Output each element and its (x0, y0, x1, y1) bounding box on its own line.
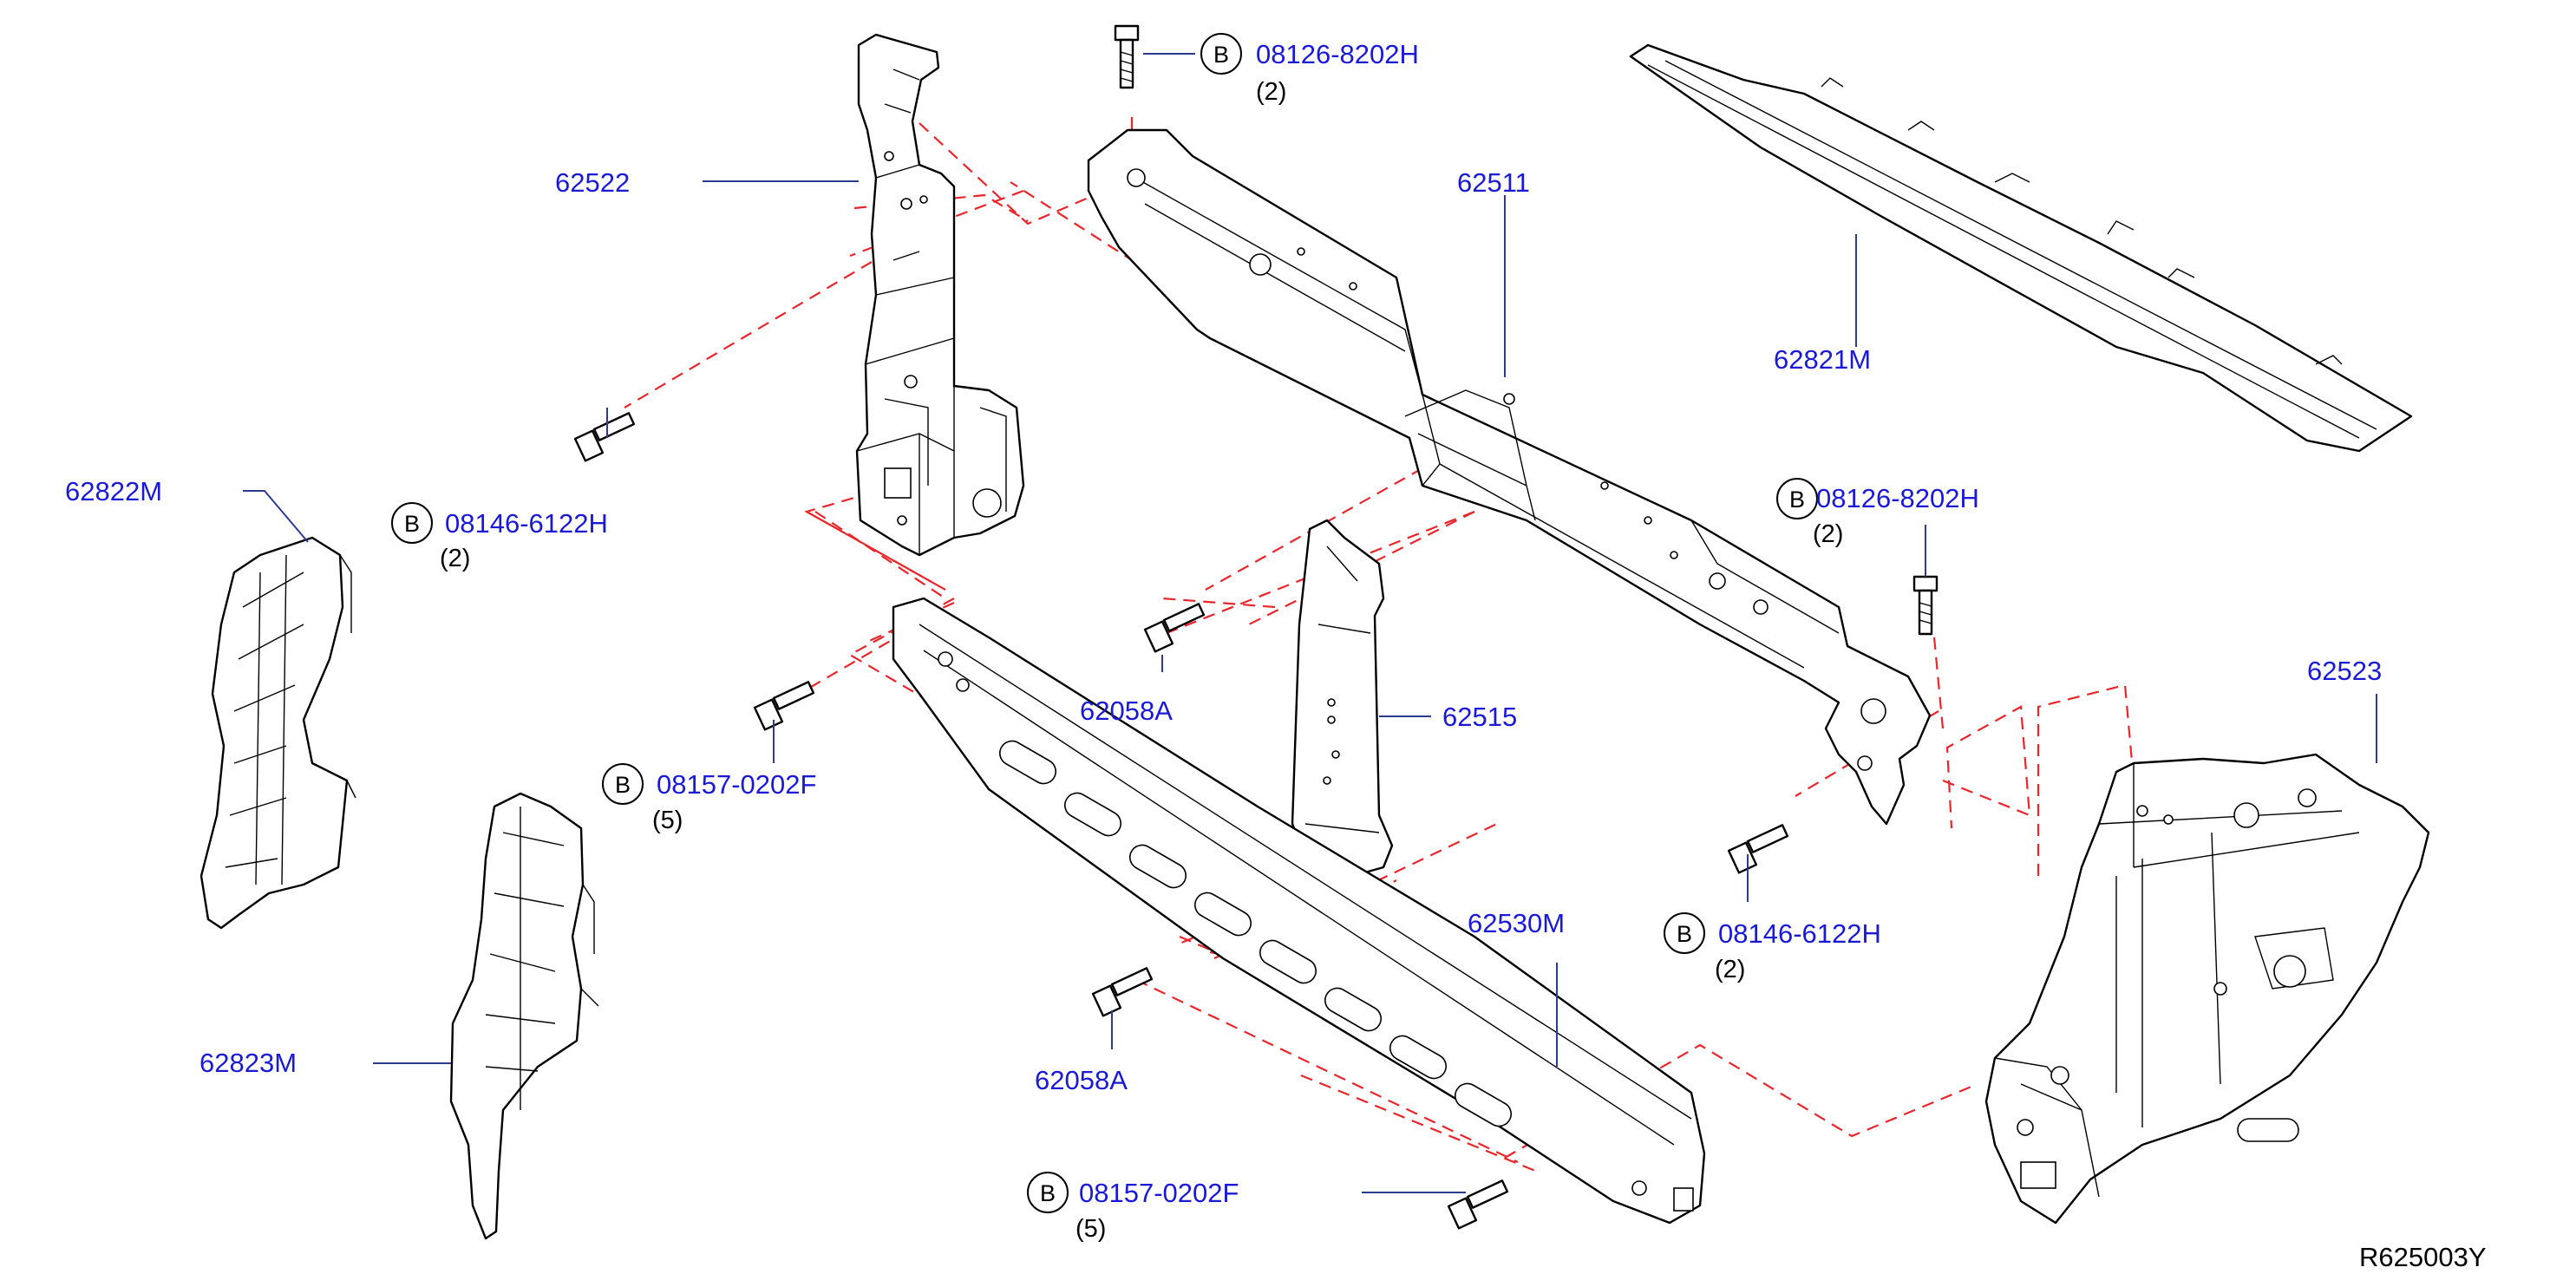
b-circle-f1: B (1200, 33, 1242, 75)
svg-text:B: B (1213, 42, 1229, 68)
part-62530M-drawing (892, 597, 1706, 1225)
part-62511-drawing (1087, 128, 1932, 826)
bolt-08157-0202F-left (753, 681, 815, 731)
callout-62522[interactable]: 62522 (555, 167, 630, 198)
qty-fastener-f4: (5) (652, 807, 683, 834)
bolt-08146-6122H-right (1727, 824, 1789, 874)
part-62515-drawing (1291, 519, 1394, 878)
b-circle-f6: B (1027, 1172, 1069, 1213)
qty-fastener-f1: (2) (1256, 78, 1286, 106)
svg-text:B: B (1040, 1180, 1056, 1206)
part-62823M-drawing (449, 792, 599, 1240)
part-62821M-drawing (1629, 43, 2413, 453)
bolt-62058A-lower (1091, 967, 1154, 1017)
svg-text:B: B (1789, 487, 1805, 513)
callout-62523[interactable]: 62523 (2307, 656, 2382, 686)
callout-fastener-f2[interactable]: 08146-6122H (445, 508, 608, 539)
part-62523-drawing (1984, 753, 2430, 1225)
leader-lines (243, 53, 2377, 1193)
callout-fastener-f3[interactable]: 08126-8202H (1816, 483, 1979, 513)
bolt-08126-8202H-top (1114, 24, 1140, 89)
qty-fastener-f3: (2) (1813, 520, 1843, 548)
bolt-08126-8202H-right (1912, 575, 1939, 636)
callout-62823M[interactable]: 62823M (199, 1048, 297, 1078)
b-circle-f4: B (602, 763, 644, 805)
svg-text:B: B (615, 772, 631, 798)
callout-62821M[interactable]: 62821M (1774, 344, 1871, 375)
bolt-08157-0202F-bottom (1447, 1179, 1509, 1230)
svg-text:B: B (1677, 921, 1692, 947)
callout-62058A-lower[interactable]: 62058A (1035, 1065, 1128, 1095)
callout-62058A-upper[interactable]: 62058A (1080, 696, 1173, 726)
diagram-reference-code: R625003Y (2359, 1242, 2487, 1272)
svg-text:B: B (404, 511, 420, 537)
callout-62511[interactable]: 62511 (1457, 167, 1530, 198)
callout-62530M[interactable]: 62530M (1468, 908, 1565, 938)
b-circle-f2: B (391, 502, 433, 544)
callout-62822M[interactable]: 62822M (65, 476, 162, 506)
part-62822M-drawing (199, 536, 356, 930)
bolt-08146-6122H-left (573, 412, 636, 462)
qty-fastener-f6: (5) (1076, 1215, 1106, 1243)
callout-fastener-f5[interactable]: 08146-6122H (1718, 918, 1881, 949)
callout-fastener-f4[interactable]: 08157-0202F (657, 769, 816, 800)
callout-fastener-f6[interactable]: 08157-0202F (1079, 1178, 1239, 1208)
part-62522-drawing (855, 33, 1025, 557)
qty-fastener-f2: (2) (440, 545, 470, 572)
bolt-62058A-upper (1143, 603, 1206, 653)
b-circle-f3: B (1776, 478, 1818, 519)
callout-62515[interactable]: 62515 (1442, 702, 1517, 732)
b-circle-f5: B (1664, 912, 1705, 954)
callout-fastener-f1[interactable]: 08126-8202H (1256, 39, 1419, 69)
qty-fastener-f5: (2) (1715, 956, 1745, 983)
